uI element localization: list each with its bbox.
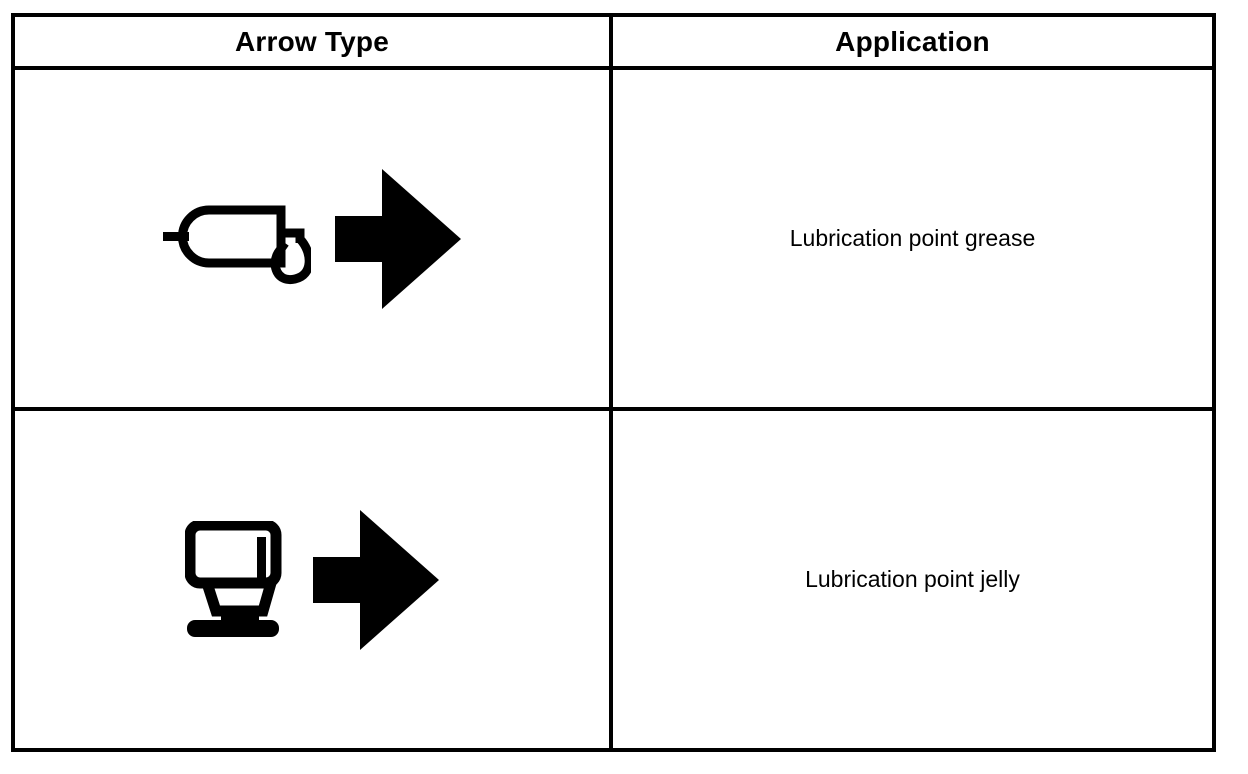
column-header-application: Application (835, 25, 990, 57)
arrow-type-application-table: Arrow Type Application (11, 13, 1216, 752)
application-label: Lubrication point jelly (805, 566, 1020, 592)
block-arrow-right-icon (335, 168, 461, 309)
cell-arrow-type-grease (15, 70, 613, 407)
column-header-arrow-type: Arrow Type (235, 25, 389, 57)
cell-application-jelly: Lubrication point jelly (613, 411, 1212, 748)
application-label: Lubrication point grease (789, 225, 1036, 251)
jelly-dispenser-icon (185, 520, 282, 637)
cell-application-grease: Lubrication point grease (613, 70, 1212, 407)
header-cell-application: Application (613, 17, 1212, 66)
table-row: Lubrication point jelly (15, 411, 1212, 748)
arrow-type-symbol-jelly (185, 509, 439, 650)
block-arrow-right-icon (313, 509, 439, 650)
header-cell-arrow-type: Arrow Type (15, 17, 613, 66)
grease-gun-icon (163, 205, 311, 284)
table-row: Lubrication point grease (15, 70, 1212, 411)
cell-arrow-type-jelly (15, 411, 613, 748)
arrow-type-symbol-grease (163, 168, 461, 309)
table-header-row: Arrow Type Application (15, 17, 1212, 70)
